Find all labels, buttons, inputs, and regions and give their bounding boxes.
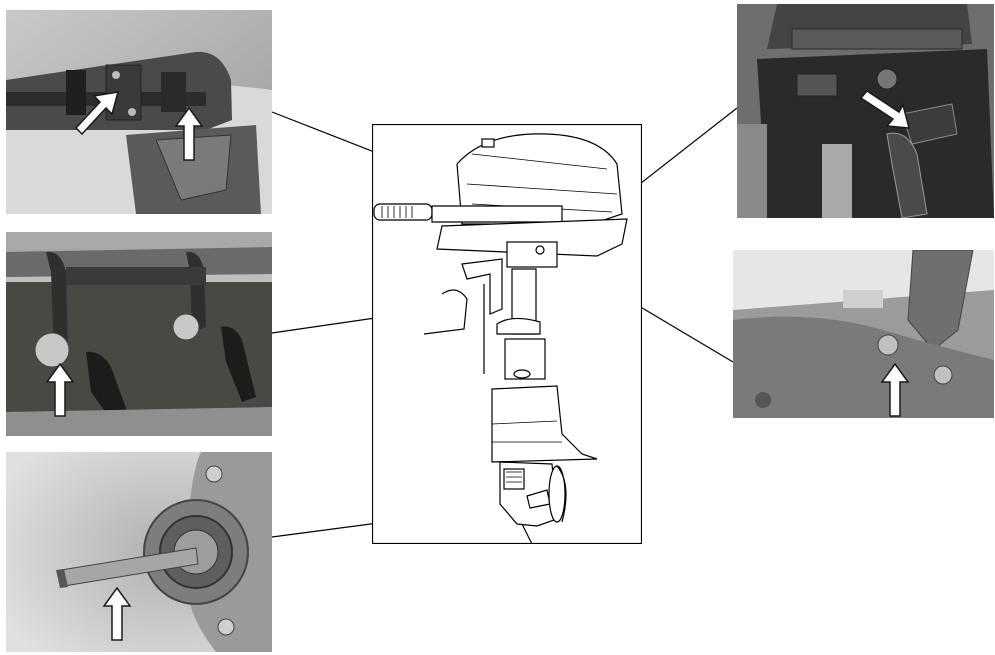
engine-outline-drawing [372, 124, 642, 544]
diagonal-arrow-icon [859, 90, 910, 129]
up-arrow-icon [102, 586, 132, 641]
up-arrow-icon [880, 362, 910, 417]
diagonal-arrow-icon [74, 91, 120, 136]
photo-propeller-shaft [6, 452, 272, 652]
photo-steering-friction-bolt [737, 4, 994, 218]
up-arrow-icon [174, 106, 204, 161]
photo-swivel-bracket-grease-point [733, 250, 994, 418]
photo-clamp-bracket-screws [6, 232, 272, 436]
photo-tiller-throttle-linkage [6, 10, 272, 214]
up-arrow-icon [45, 362, 75, 417]
